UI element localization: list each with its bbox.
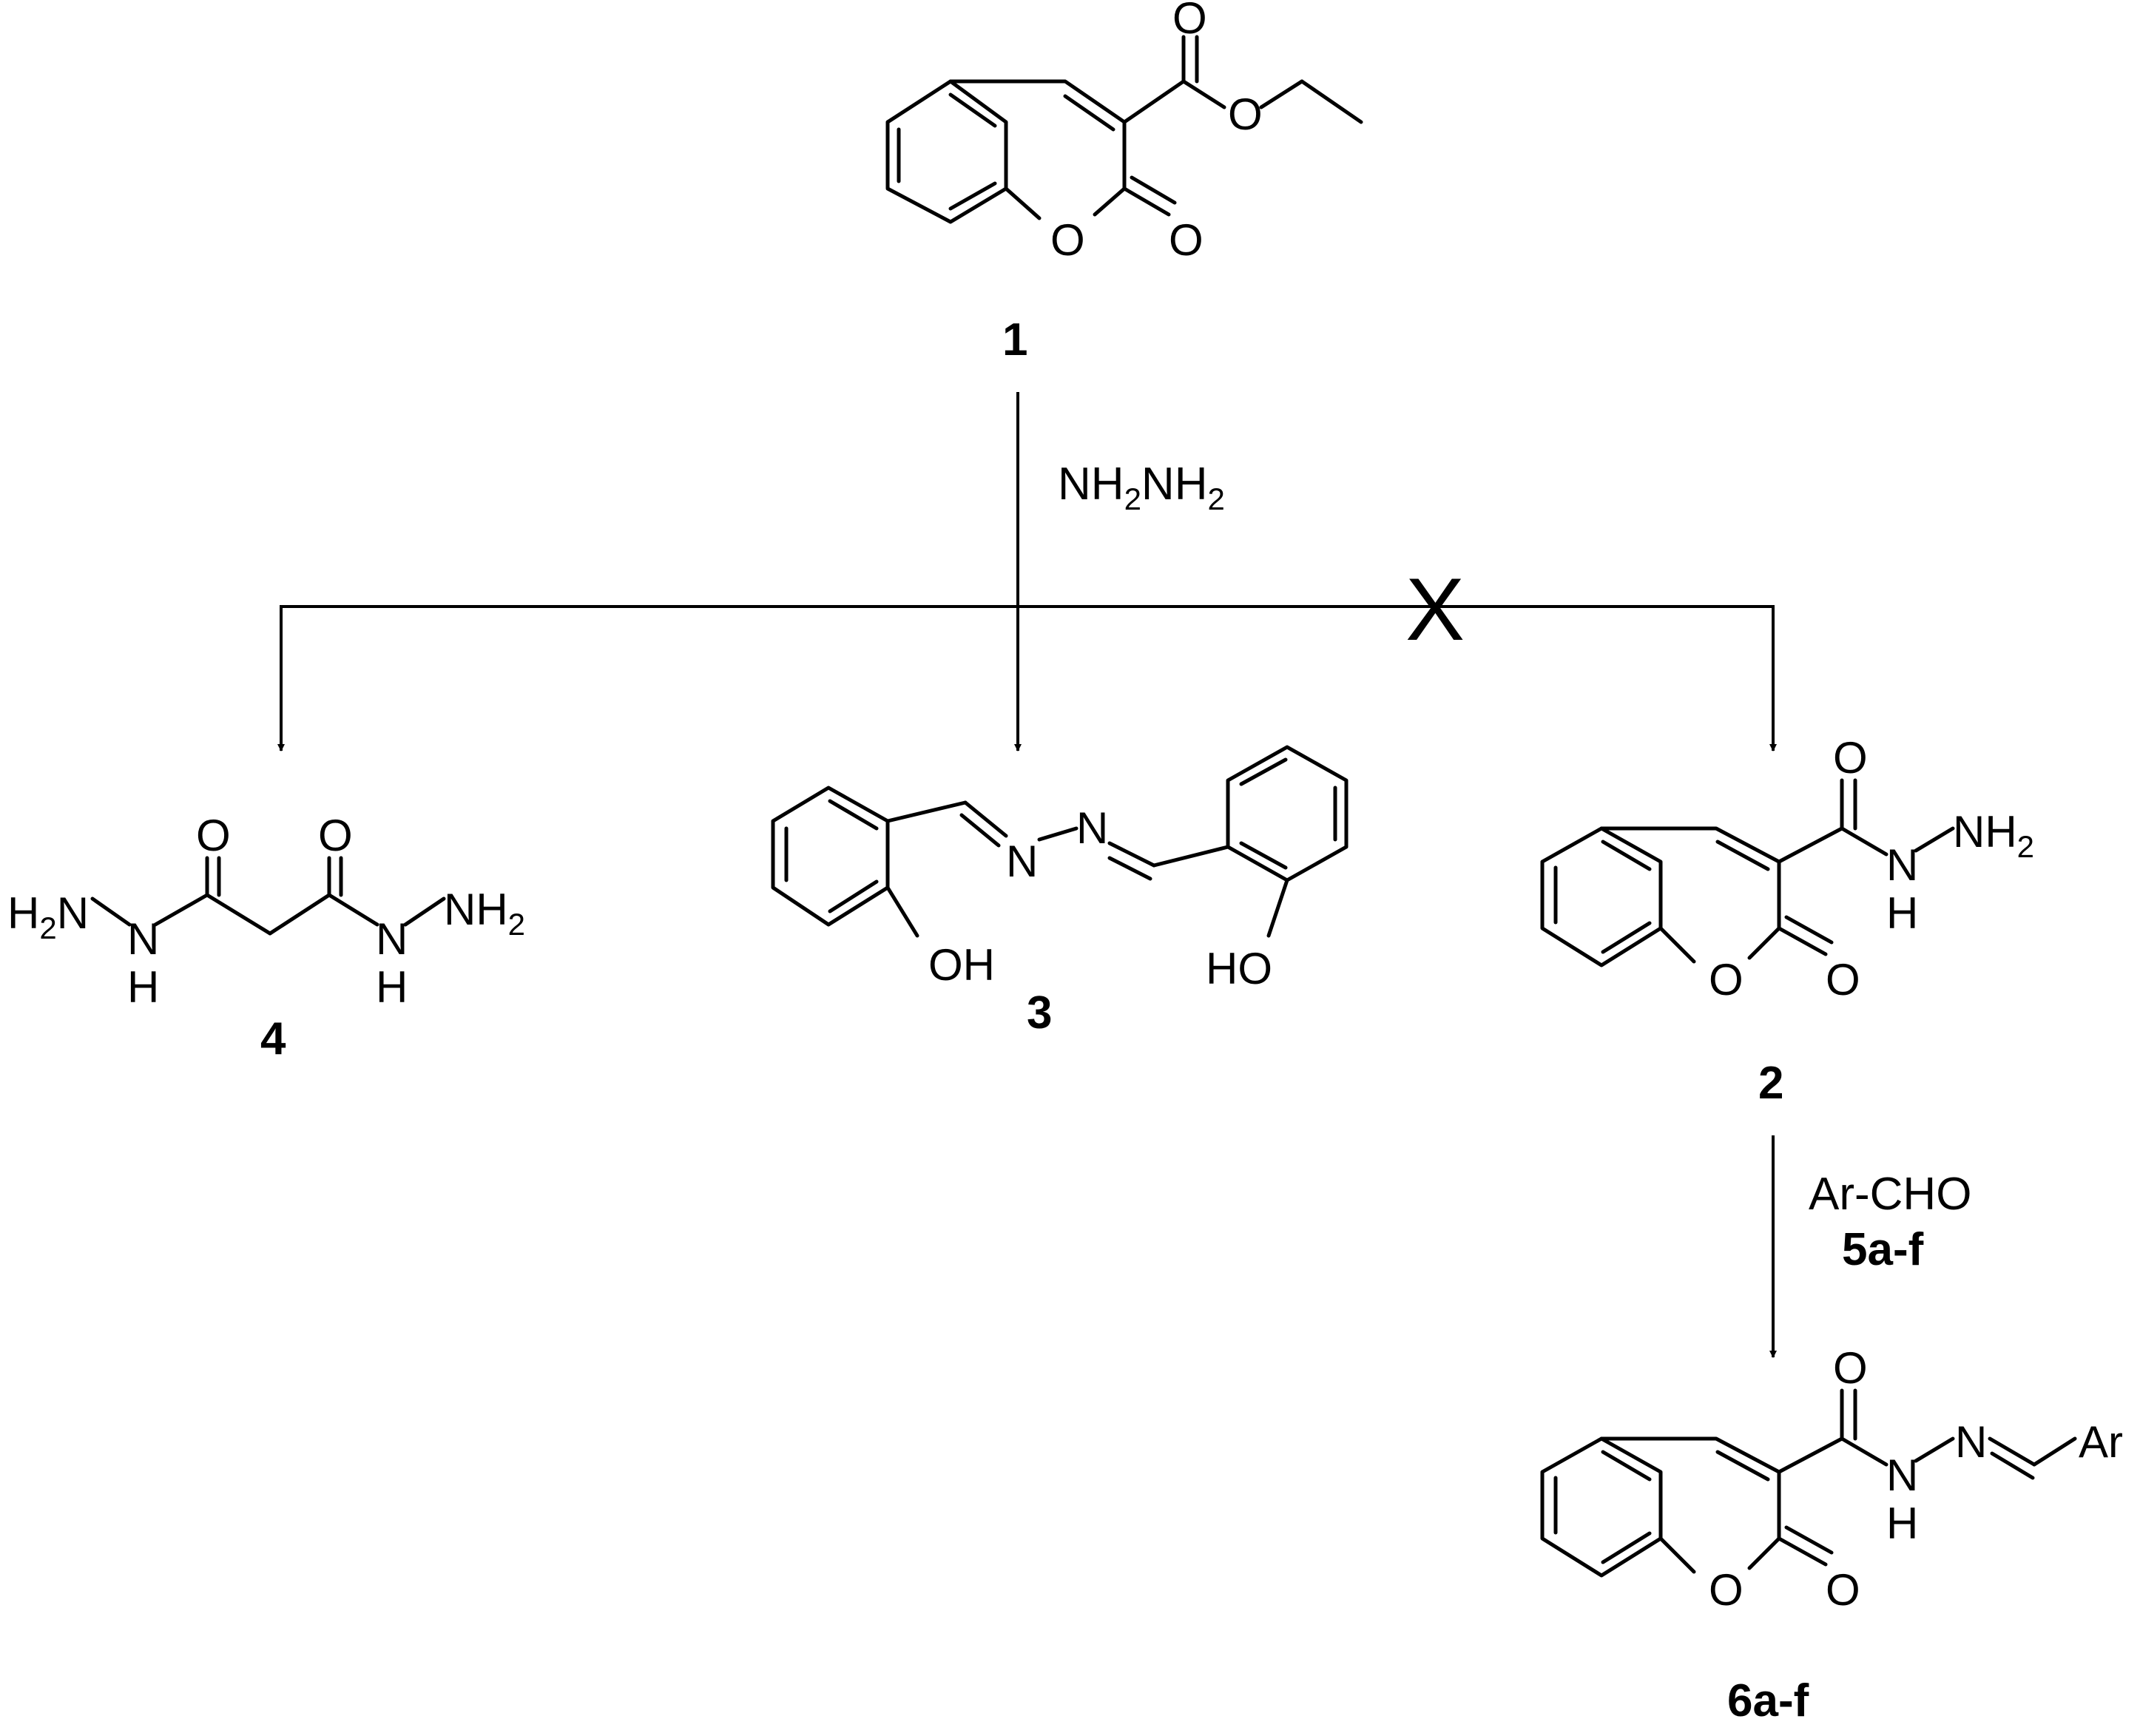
c3-oh-left: OH — [928, 940, 995, 990]
compound-6-structure — [1540, 1388, 2077, 1578]
c6-lactone-oxygen: O — [1826, 1565, 1860, 1615]
c2-nh2: NH2 — [1953, 807, 2034, 864]
c4-o-left: O — [196, 811, 231, 860]
compound-4-label: 4 — [260, 1013, 286, 1064]
aldehyde-reagent: Ar-CHO — [1809, 1169, 1971, 1220]
c2-ring-oxygen: O — [1709, 955, 1744, 1004]
c6-amide-oxygen: O — [1833, 1343, 1868, 1393]
c2-n: N — [1886, 840, 1918, 890]
c1-ester-oxygen: O — [1228, 89, 1263, 139]
compound-4-structure — [90, 856, 446, 936]
blocked-path-mark: X — [1405, 560, 1465, 659]
compound-1-label: 1 — [1002, 314, 1027, 365]
branch-line — [280, 605, 1775, 751]
c1-ring-oxygen: O — [1050, 215, 1085, 265]
compound-3-structure — [771, 745, 1349, 938]
c4-h2n-left: H2N — [7, 888, 89, 945]
c4-n-right: N — [376, 914, 408, 964]
c4-h-right: H — [376, 962, 408, 1012]
compound-6-label: 6a-f — [1727, 1675, 1809, 1726]
c4-n-left: N — [127, 914, 159, 964]
c2-h: H — [1886, 888, 1918, 938]
c6-nh-h: H — [1886, 1499, 1918, 1548]
c1-lactone-carbonyl-oxygen: O — [1169, 215, 1204, 265]
c1-ester-carbonyl-oxygen: O — [1172, 0, 1207, 43]
c4-o-right: O — [318, 811, 353, 860]
c6-ring-oxygen: O — [1709, 1565, 1744, 1615]
svg-text:NH2NH2: NH2NH2 — [1058, 459, 1225, 516]
c2-lactone-oxygen: O — [1826, 955, 1860, 1004]
c3-n-left: N — [1006, 837, 1038, 886]
c3-n-right: N — [1076, 803, 1108, 853]
compound-1-structure — [885, 35, 1363, 224]
c6-ar: Ar — [2079, 1417, 2123, 1467]
hydrazine-reagent: NH2NH2 — [1058, 459, 1225, 516]
c3-ho-right: HO — [1206, 944, 1272, 993]
c6-imine-n: N — [1955, 1417, 1987, 1467]
compound-2-label: 2 — [1758, 1058, 1783, 1109]
aldehyde-label: 5a-f — [1842, 1224, 1924, 1275]
c2-amide-oxygen: O — [1833, 733, 1868, 783]
compound-3-label: 3 — [1027, 987, 1052, 1038]
compound-2-structure — [1540, 778, 1955, 967]
c6-nh-n: N — [1886, 1450, 1918, 1500]
c4-h-left: H — [127, 962, 159, 1012]
c4-nh2-right: NH2 — [444, 885, 525, 942]
